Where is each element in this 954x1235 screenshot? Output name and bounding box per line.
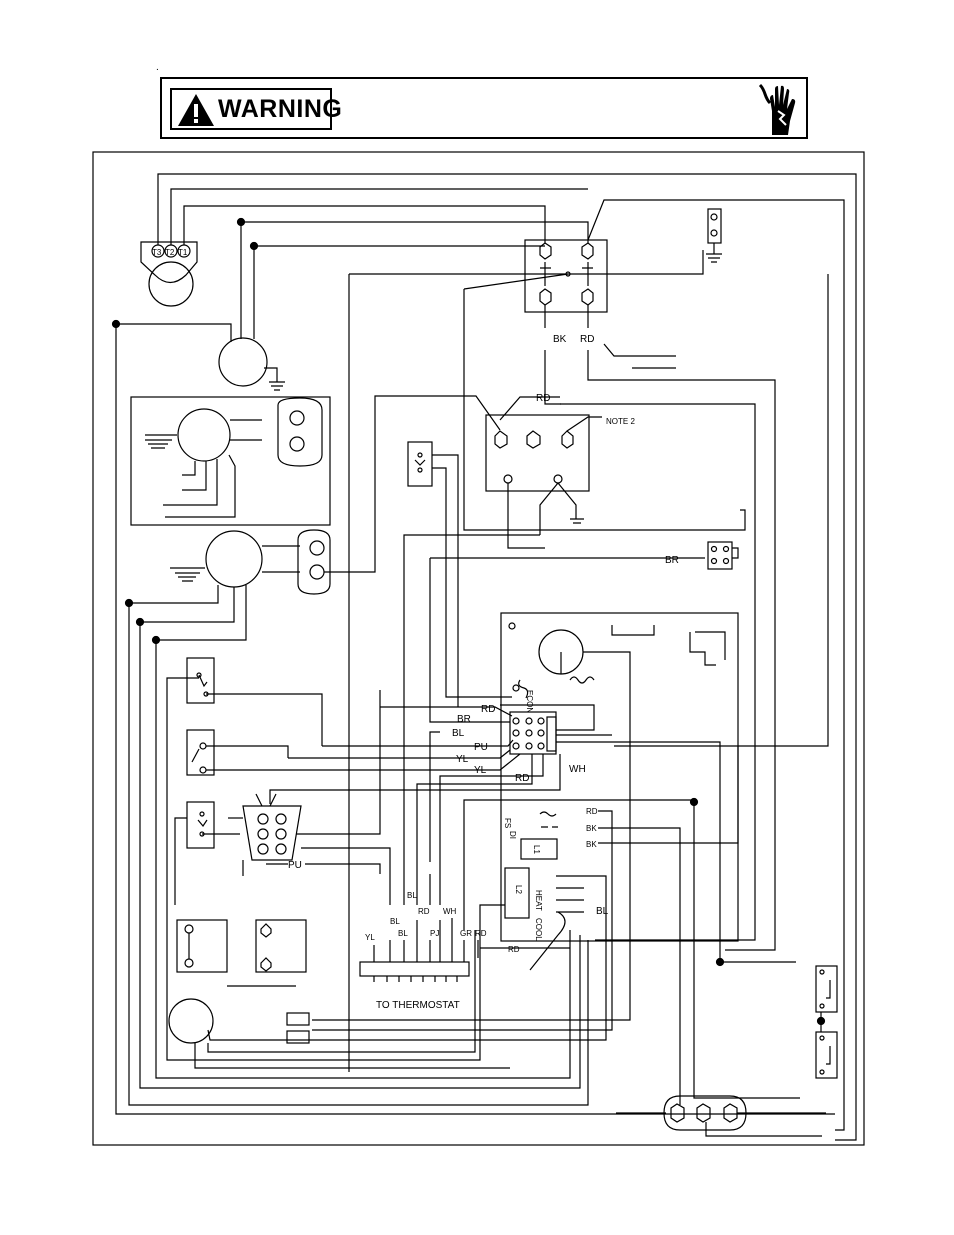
th-bl1-label: BL: [407, 891, 417, 900]
thermostat-terminal-strip: [359, 961, 470, 977]
line-voltage-plug: [663, 1095, 747, 1131]
th-rd-label: RD: [418, 907, 430, 916]
wire-bl-label-b: BL: [452, 728, 465, 739]
th-rd2-label: RD: [475, 929, 487, 938]
inducer-motor: [168, 998, 214, 1044]
to-thermostat-label: TO THERMOSTAT: [376, 1000, 460, 1011]
wire-wh-label-b: WH: [569, 764, 586, 775]
hot-surface-igniter-2: [286, 1030, 310, 1044]
electrical-shock-hand-icon: [758, 83, 796, 135]
wire-bk-l1-label: BK: [586, 840, 597, 849]
l1-terminal: [520, 838, 558, 860]
rollout-switch: [186, 801, 215, 849]
econ-label: ECON: [525, 690, 534, 713]
contactor: [524, 239, 608, 313]
motor-capacitor-box: [130, 396, 331, 526]
wire-br-label-b: BR: [457, 714, 471, 725]
wire-rd-bottom-label: RD: [508, 945, 520, 954]
l1-label: L1: [532, 845, 541, 854]
pressure-switch-2: [186, 729, 215, 776]
limit-switch-right-2: [815, 1031, 838, 1079]
limit-switch-top: [407, 441, 433, 487]
th-pj-label: PJ: [430, 929, 439, 938]
fan-motor: [218, 337, 268, 387]
th-wh-label: WH: [443, 907, 457, 916]
heat-label: HEAT: [534, 890, 543, 911]
l2-label: L2: [514, 885, 523, 894]
th-yl-label: YL: [365, 933, 375, 942]
warning-title: WARNING: [218, 95, 343, 123]
limit-switch-right-1: [815, 965, 838, 1013]
gas-valve: [176, 919, 228, 973]
hot-surface-igniter-1: [286, 1012, 310, 1026]
wire-bk-di-label: BK: [586, 824, 597, 833]
wire-rd-label-top: RD: [580, 334, 594, 345]
blower-motor: [205, 530, 263, 588]
di-label: DI: [508, 831, 517, 839]
th-gr-label: GR: [460, 929, 472, 938]
warning-banner: WARNING: [160, 77, 808, 139]
svg-text:.: .: [156, 62, 159, 73]
br-connector: [707, 541, 733, 570]
pressure-switch-1: [186, 657, 215, 704]
compressor-terminals: T3 T2 T1: [140, 241, 198, 307]
wire-pu-label-left: PU: [288, 860, 302, 871]
wire-rd-label-b1: RD: [481, 704, 495, 715]
wire-rd-label-mid: RD: [536, 393, 550, 404]
six-pin-plug: [242, 793, 302, 861]
warning-badge: WARNING: [170, 88, 342, 130]
cool-label: COOL: [534, 918, 543, 941]
warning-triangle-icon: [178, 94, 214, 126]
terminal-t3-label: T3: [152, 248, 162, 257]
wire-bl-right-label: BL: [596, 906, 609, 917]
wire-yl-label-b1: YL: [456, 754, 469, 765]
terminal-t1-label: T1: [178, 248, 188, 257]
inducer-connector: [255, 919, 307, 973]
th-bl2-label: BL: [390, 917, 400, 926]
wire-rd-label-b2: RD: [515, 773, 529, 784]
l2-terminal: [504, 867, 530, 919]
wire-pu-label-b: PU: [474, 742, 488, 753]
th-bl3-label: BL: [398, 929, 408, 938]
terminal-t2-label: T2: [165, 248, 175, 257]
diagram-frame: [92, 151, 865, 1146]
wire-rd-fs-label: RD: [586, 807, 598, 816]
note-2-label: NOTE 2: [606, 417, 635, 426]
wire-bk-label: BK: [553, 334, 567, 345]
wire-br-label: BR: [665, 555, 679, 566]
fs-label: FS: [503, 818, 512, 828]
